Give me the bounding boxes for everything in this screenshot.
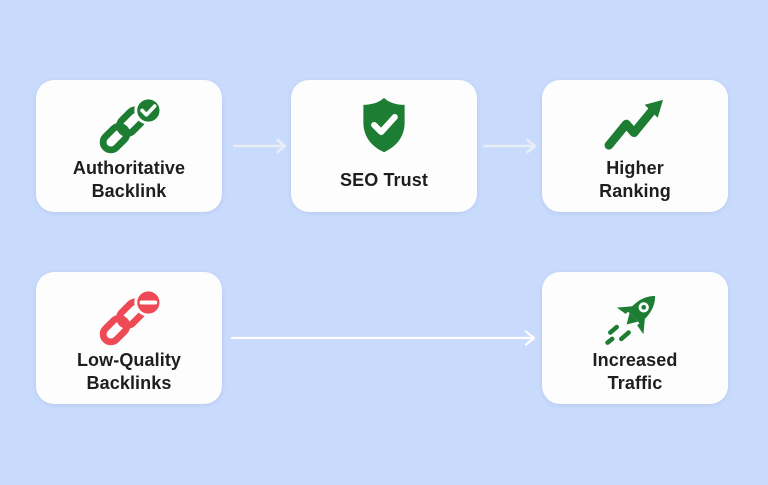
shield-check-icon xyxy=(354,94,414,156)
node-authoritative-backlink: Authoritative Backlink xyxy=(36,80,222,212)
arrow-lowquality-to-traffic xyxy=(230,330,536,346)
arrow-backlink-to-trust xyxy=(233,138,287,154)
trend-up-icon xyxy=(602,94,668,156)
node-label: Low-Quality Backlinks xyxy=(76,350,182,393)
node-label: Higher Ranking xyxy=(599,158,671,201)
node-label: SEO Trust xyxy=(340,169,428,190)
node-higher-ranking: Higher Ranking xyxy=(542,80,728,212)
link-check-icon xyxy=(87,94,171,156)
node-label: Increased Traffic xyxy=(592,350,678,393)
arrow-trust-to-ranking xyxy=(483,138,537,154)
node-seo-trust: SEO Trust xyxy=(291,80,477,212)
node-low-quality-backlinks: Low-Quality Backlinks xyxy=(36,272,222,404)
rocket-icon xyxy=(601,286,669,348)
link-minus-icon xyxy=(87,286,171,348)
node-increased-traffic: Increased Traffic xyxy=(542,272,728,404)
node-label: Authoritative Backlink xyxy=(72,158,186,201)
